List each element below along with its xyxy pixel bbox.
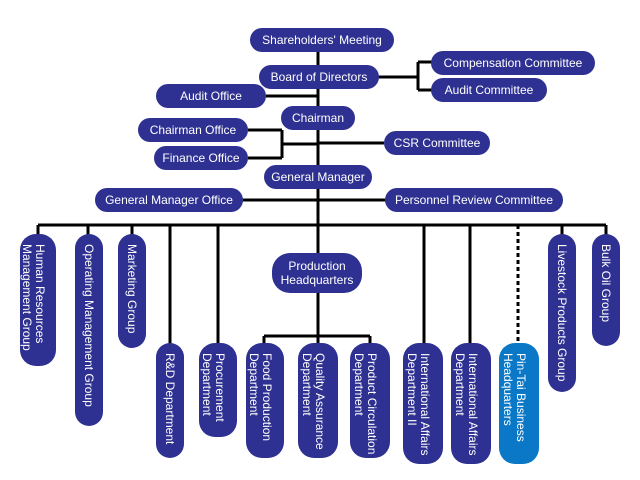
product-circulation-department-node[interactable]: Product Circulation Department bbox=[350, 343, 390, 458]
node-label: Chairman bbox=[291, 110, 345, 125]
international-affairs-department-ii-node[interactable]: International Affairs Department II bbox=[403, 343, 443, 464]
node-label: Personnel Review Committee bbox=[394, 192, 554, 207]
node-label: Production Headquarters bbox=[280, 259, 354, 287]
node-label: R&D Department bbox=[163, 353, 177, 445]
node-label: Audit Committee bbox=[444, 82, 534, 97]
audit-office-node[interactable]: Audit Office bbox=[156, 84, 266, 108]
livestock-products-group-node[interactable]: Livestock Products Group bbox=[548, 234, 576, 392]
general-manager-office-node[interactable]: General Manager Office bbox=[95, 188, 243, 212]
food-production-department-node[interactable]: Food Production Department bbox=[246, 343, 284, 458]
human-resources-management-group-node[interactable]: Human Resources Management Group bbox=[20, 234, 56, 366]
pin-tai-business-headquarters-node[interactable]: Pin-Tai Business Headquarters bbox=[499, 343, 539, 464]
production-headquarters-node[interactable]: Production Headquarters bbox=[272, 253, 362, 293]
shareholders-meeting-node[interactable]: Shareholders' Meeting bbox=[250, 28, 394, 52]
node-label: Procurement Department bbox=[200, 353, 227, 422]
node-label: General Manager bbox=[271, 169, 365, 184]
node-label: International Affairs Department II bbox=[405, 353, 432, 456]
node-label: Quality Assurance Department bbox=[300, 353, 327, 450]
node-label: Operating Management Group bbox=[82, 244, 96, 407]
node-label: Chairman Office bbox=[149, 122, 237, 137]
node-label: Human Resources Management Group bbox=[20, 244, 47, 351]
node-label: International Affairs Department bbox=[453, 353, 480, 456]
node-label: Audit Office bbox=[180, 88, 242, 103]
node-label: Pin-Tai Business Headquarters bbox=[501, 353, 528, 442]
operating-management-group-node[interactable]: Operating Management Group bbox=[75, 234, 103, 426]
board-of-directors-node[interactable]: Board of Directors bbox=[259, 65, 379, 89]
compensation-committee-node[interactable]: Compensation Committee bbox=[431, 51, 595, 75]
node-label: General Manager Office bbox=[105, 192, 233, 207]
node-label: Product Circulation Department bbox=[352, 353, 379, 455]
chairman-node[interactable]: Chairman bbox=[281, 106, 355, 130]
node-label: Finance Office bbox=[162, 150, 240, 165]
node-label: Bulk Oil Group bbox=[599, 244, 613, 323]
quality-assurance-department-node[interactable]: Quality Assurance Department bbox=[298, 343, 338, 458]
rnd-department-node[interactable]: R&D Department bbox=[156, 343, 184, 458]
node-label: Marketing Group bbox=[125, 244, 139, 334]
finance-office-node[interactable]: Finance Office bbox=[154, 146, 248, 170]
bulk-oil-group-node[interactable]: Bulk Oil Group bbox=[592, 234, 620, 346]
node-label: Food Production Department bbox=[247, 353, 274, 442]
personnel-review-committee-node[interactable]: Personnel Review Committee bbox=[385, 188, 563, 212]
node-label: Board of Directors bbox=[270, 69, 368, 84]
audit-committee-node[interactable]: Audit Committee bbox=[431, 78, 547, 102]
node-label: Compensation Committee bbox=[443, 55, 583, 70]
procurement-department-node[interactable]: Procurement Department bbox=[199, 343, 237, 437]
node-label: CSR Committee bbox=[393, 135, 481, 150]
general-manager-node[interactable]: General Manager bbox=[264, 165, 372, 189]
chairman-office-node[interactable]: Chairman Office bbox=[138, 118, 248, 142]
csr-committee-node[interactable]: CSR Committee bbox=[384, 131, 490, 155]
international-affairs-department-node[interactable]: International Affairs Department bbox=[451, 343, 491, 464]
node-label: Shareholders' Meeting bbox=[262, 32, 382, 47]
marketing-group-node[interactable]: Marketing Group bbox=[118, 234, 146, 348]
node-label: Livestock Products Group bbox=[555, 244, 569, 382]
